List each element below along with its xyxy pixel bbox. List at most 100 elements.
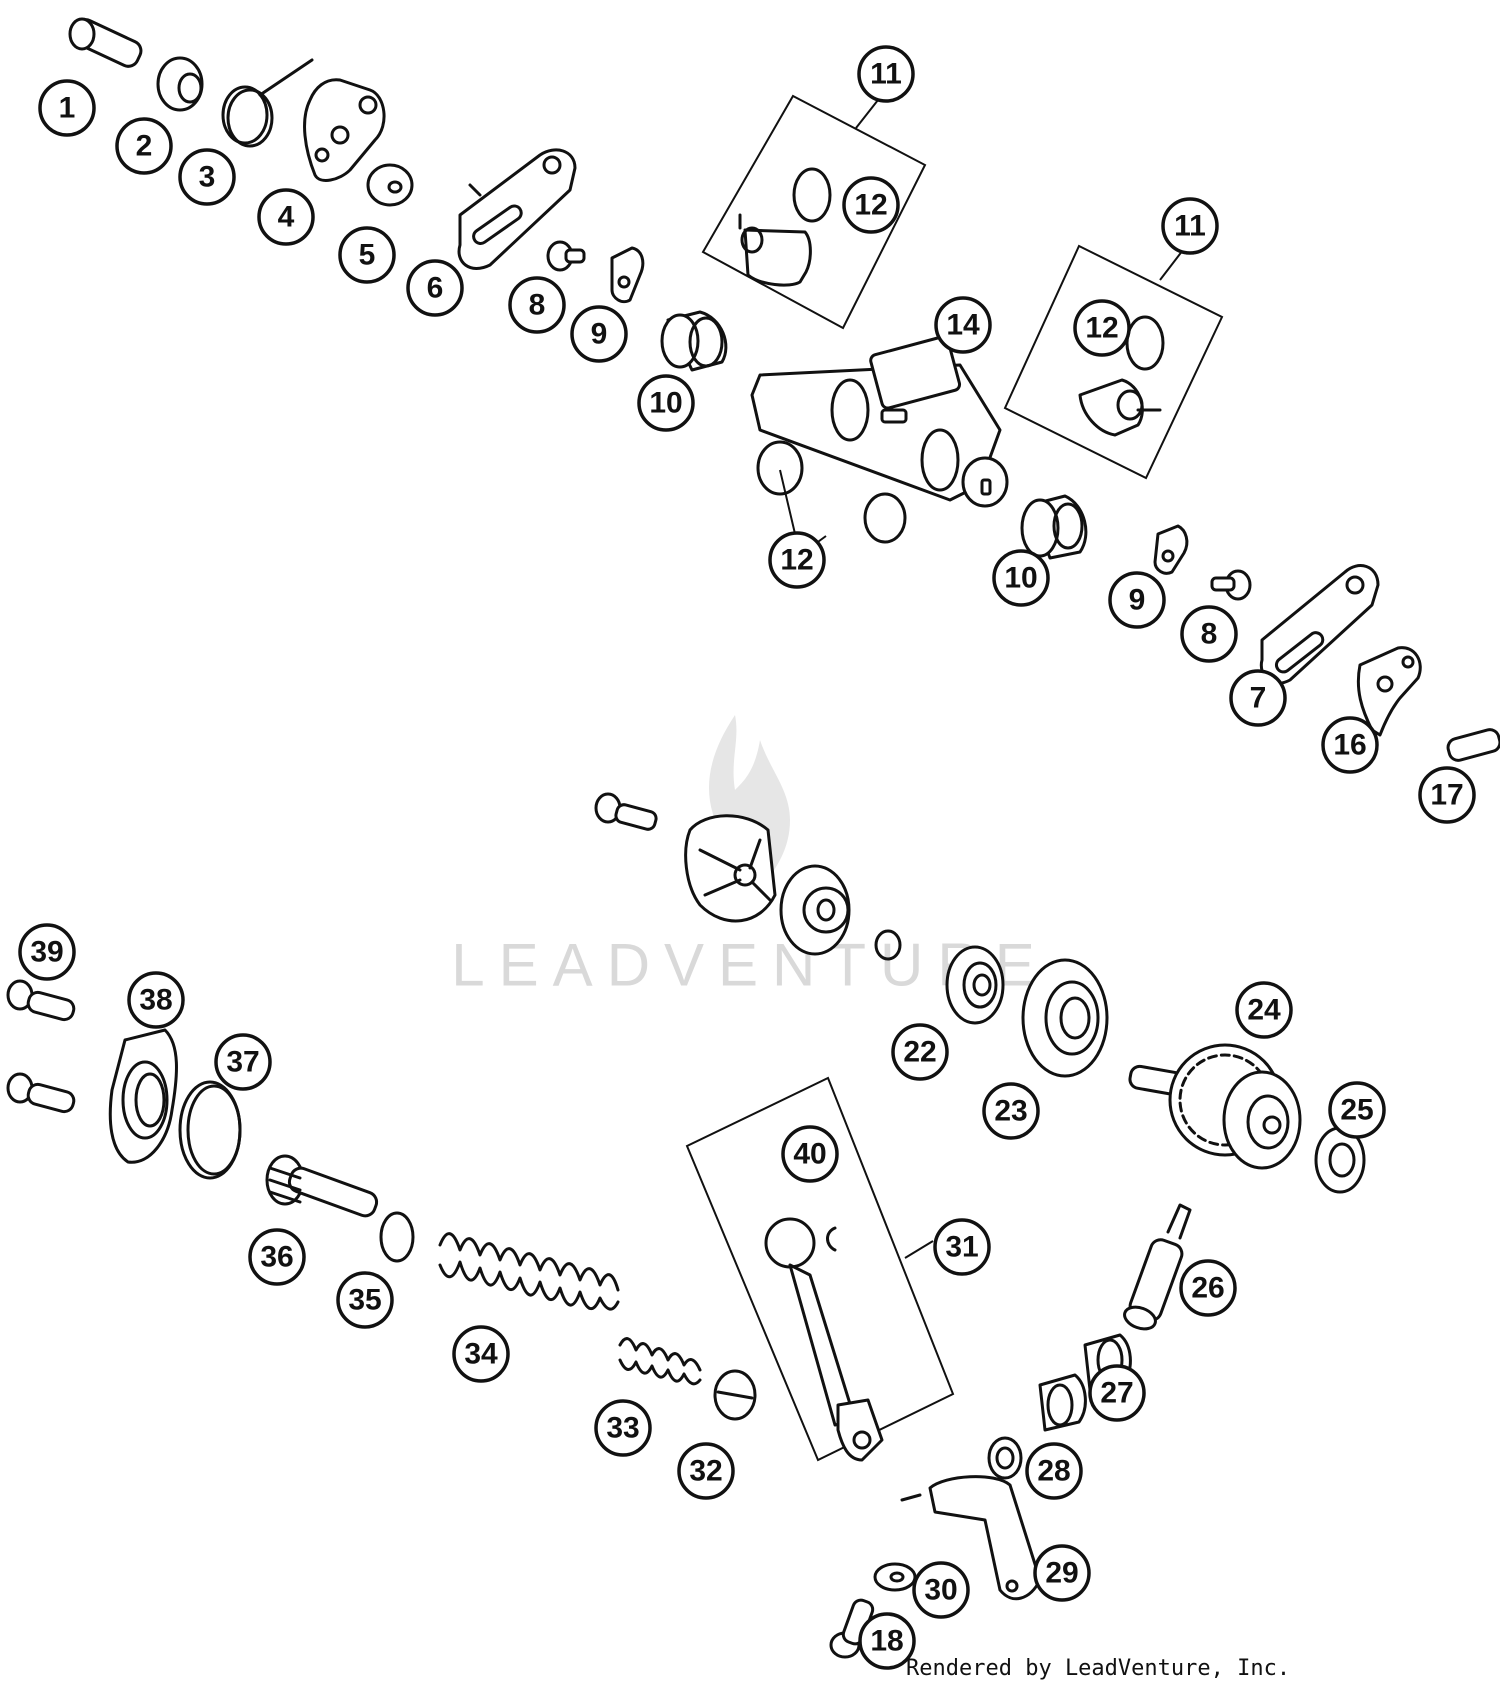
callout-6: 6 (406, 259, 464, 317)
spring-33 (618, 1337, 702, 1386)
callout-6-label: 6 (427, 272, 444, 305)
callout-33: 33 (594, 1399, 652, 1457)
callout-25: 25 (1328, 1081, 1386, 1139)
callout-5-label: 5 (359, 239, 376, 272)
callout-10-top-label: 10 (649, 387, 682, 420)
washer-5 (366, 163, 414, 207)
kickstarter-right-parts (829, 945, 1366, 1659)
seal-ring-12-b (863, 492, 907, 544)
callout-7: 7 (1229, 669, 1287, 727)
pump-shaft-disc (779, 864, 851, 956)
callout-14: 14 (934, 296, 992, 354)
callout-9-top: 9 (570, 305, 628, 363)
sleeve-10-bottom (1020, 494, 1088, 560)
clip-9-bottom (1153, 524, 1189, 575)
callout-27: 27 (1088, 1364, 1146, 1422)
lever-plate-4 (303, 78, 386, 182)
render-credit: Rendered by LeadVenture, Inc. (906, 1656, 1291, 1681)
callout-35-label: 35 (348, 1284, 381, 1317)
washer-30 (873, 1562, 917, 1592)
water-pump-parts (594, 792, 902, 961)
callout-36: 36 (248, 1228, 306, 1286)
callout-31: 31 (933, 1218, 991, 1276)
clip-9-top (610, 246, 645, 304)
valve-half-11-left (738, 213, 812, 287)
callout-26-label: 26 (1191, 1272, 1224, 1305)
callout-3: 3 (178, 148, 236, 206)
callout-23-label: 23 (994, 1095, 1027, 1128)
spring-3 (221, 58, 314, 148)
callout-2: 2 (115, 117, 173, 175)
callout-18: 18 (858, 1612, 916, 1670)
stop-guide-32 (713, 1369, 757, 1421)
callout-27-label: 27 (1100, 1377, 1133, 1410)
callout-12-right-box: 12 (1073, 299, 1131, 357)
washer-28 (987, 1436, 1023, 1480)
callout-8-top: 8 (508, 276, 566, 334)
group-box-11-right (1003, 244, 1224, 480)
callout-39: 39 (18, 923, 76, 981)
callout-38-label: 38 (139, 984, 172, 1017)
spring-34 (438, 1232, 620, 1311)
callout-37: 37 (214, 1033, 272, 1091)
leader-11-left (855, 99, 879, 129)
callout-36-label: 36 (260, 1241, 293, 1274)
callout-24-label: 24 (1247, 994, 1281, 1027)
callout-22-label: 22 (903, 1036, 936, 1069)
callout-7-label: 7 (1250, 682, 1267, 715)
shaft-26 (1123, 1203, 1192, 1331)
callout-40-label: 40 (793, 1138, 826, 1171)
callout-31-label: 31 (945, 1231, 978, 1264)
callout-17: 17 (1418, 766, 1476, 824)
callout-12-right-box-label: 12 (1085, 312, 1118, 345)
callout-3-label: 3 (199, 161, 216, 194)
valve-half-11-right (1078, 378, 1162, 437)
callout-37-label: 37 (226, 1046, 259, 1079)
callout-28-label: 28 (1037, 1455, 1070, 1488)
callout-2-label: 2 (136, 130, 153, 163)
group-box-31 (685, 1076, 955, 1462)
callout-29-label: 29 (1045, 1557, 1078, 1590)
callout-32-label: 32 (689, 1455, 722, 1488)
callout-14-label: 14 (946, 309, 980, 342)
callout-22: 22 (891, 1023, 949, 1081)
callout-12-left-box: 12 (842, 176, 900, 234)
bearing-23 (1021, 958, 1109, 1078)
callout-24: 24 (1235, 981, 1293, 1039)
callout-17-label: 17 (1430, 779, 1463, 812)
lever-plate-16 (1356, 646, 1422, 737)
callout-11-left: 11 (857, 45, 915, 103)
water-pump-impeller (684, 814, 777, 923)
callout-9-top-label: 9 (591, 318, 608, 351)
callout-35: 35 (336, 1271, 394, 1329)
callout-1: 1 (38, 79, 96, 137)
o-ring-37 (178, 1080, 242, 1180)
callout-28: 28 (1025, 1442, 1083, 1500)
bolt-39-b (6, 1072, 76, 1114)
bearing-22 (945, 945, 1005, 1025)
callout-9-bottom-label: 9 (1129, 584, 1146, 617)
callout-38: 38 (127, 971, 185, 1029)
bolt-39-a (6, 979, 76, 1022)
circlip-40 (826, 1226, 837, 1252)
callout-8-top-label: 8 (529, 289, 546, 322)
callout-12-bottom: 12 (768, 531, 826, 589)
screw-8-top (546, 240, 586, 272)
sleeve-10-top (660, 310, 728, 372)
group-box-11-left (701, 94, 927, 330)
bushing-27-b (1038, 1373, 1087, 1432)
callout-16: 16 (1321, 716, 1379, 774)
kickstarter-left-parts (6, 979, 757, 1421)
callout-10-top: 10 (637, 374, 695, 432)
callout-25-label: 25 (1340, 1094, 1373, 1127)
callout-39-label: 39 (30, 936, 63, 969)
kickstarter-gear-24 (1128, 1043, 1302, 1170)
callout-29: 29 (1033, 1544, 1091, 1602)
callout-30: 30 (912, 1561, 970, 1619)
callout-8-bottom-label: 8 (1201, 618, 1218, 651)
callout-4-label: 4 (278, 201, 295, 234)
washer-35 (379, 1211, 415, 1263)
callout-30-label: 30 (924, 1574, 957, 1607)
cover-38 (108, 1028, 178, 1164)
